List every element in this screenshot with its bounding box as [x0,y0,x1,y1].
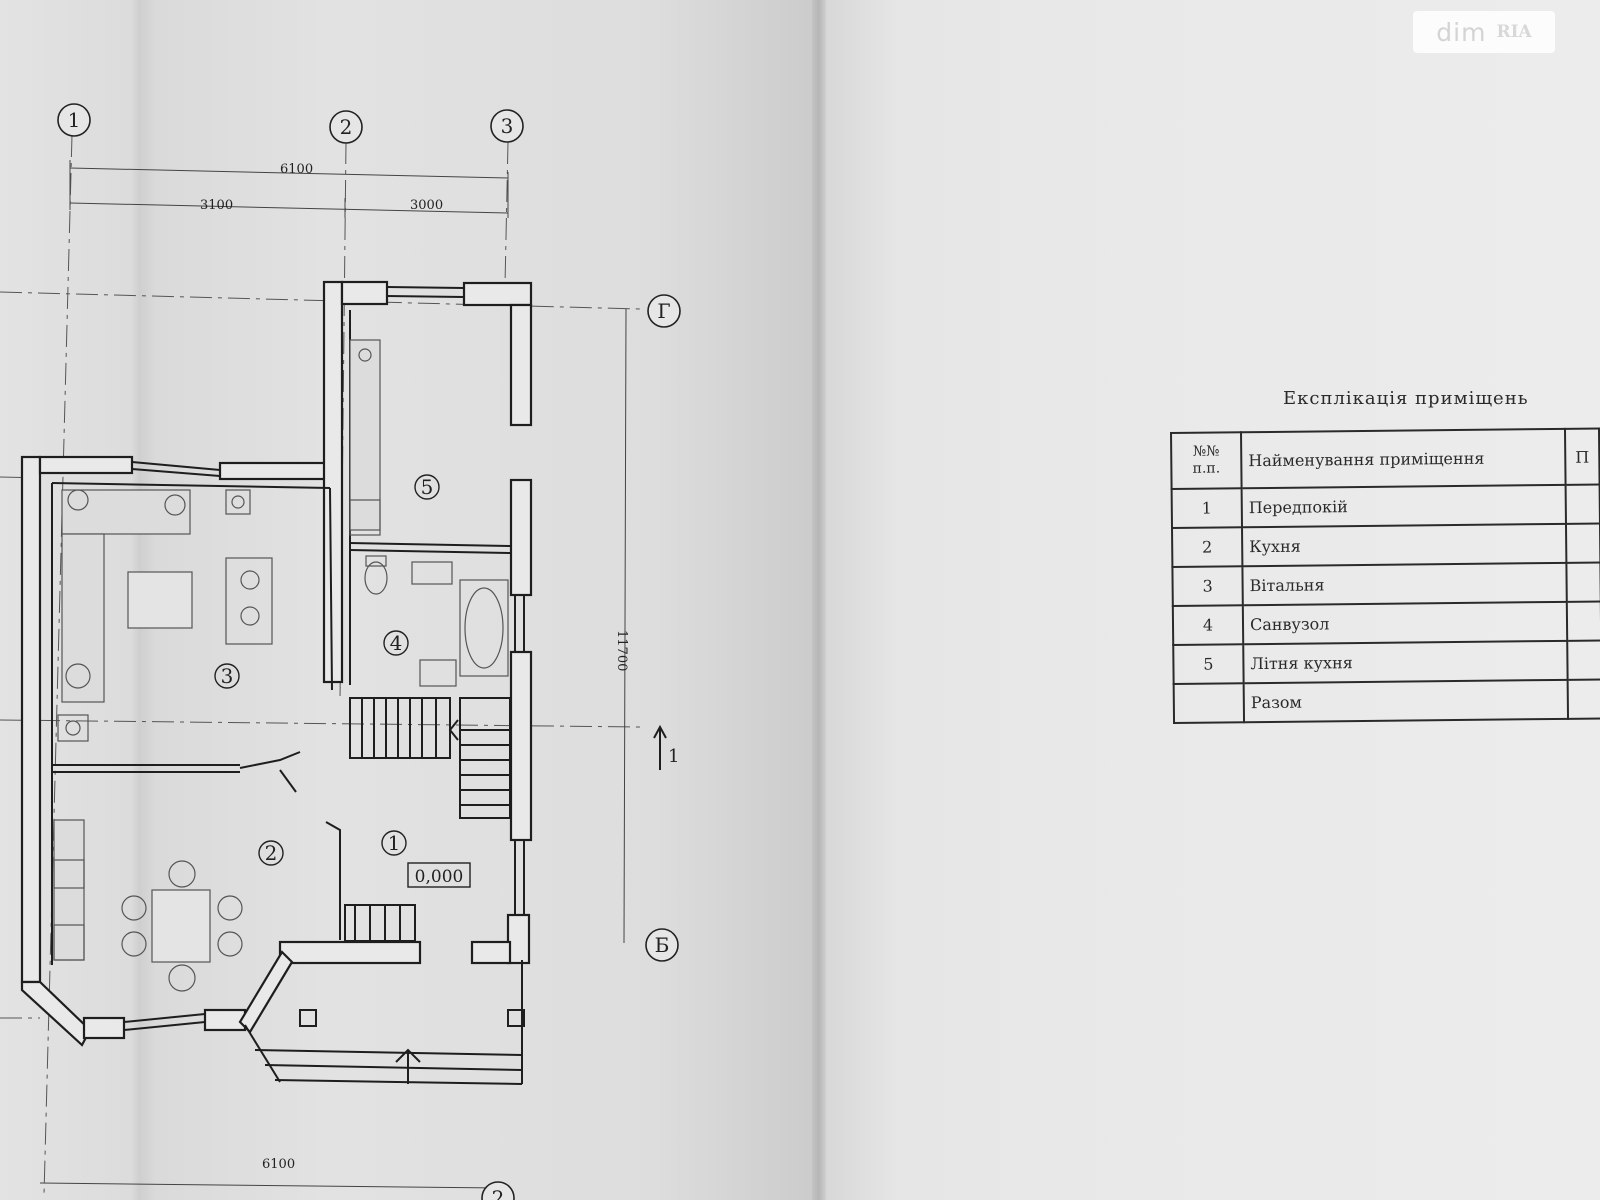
axis-bubble-g [647,294,681,328]
axis-label-b: Б [655,933,670,957]
table-header-row: №№ п.п. Найменування приміщення П [1171,428,1600,489]
paper-fold [812,0,826,1200]
level-mark-box [407,862,471,888]
row-num: 4 [1172,605,1244,645]
table-row: 5 Літня кухня [1173,640,1600,684]
axis-bubble-2-bottom [481,1181,515,1200]
row-name: Разом [1243,679,1569,723]
watermark-sub: RIA [1496,22,1532,42]
dim-right-span: 3000 [410,198,443,213]
level-mark: 0,000 [415,867,464,887]
table-row: 4 Санвузол [1172,601,1600,645]
column-right [507,1009,525,1027]
table-row: 1 Передпокій [1171,484,1600,528]
row-num: 3 [1172,566,1243,606]
room-marker-2 [258,840,284,866]
dim-bottom: 6100 [262,1157,295,1172]
header-area: П [1564,428,1600,485]
axis-bubble-b [645,928,679,962]
watermark-logo: dim RIA [1413,11,1555,53]
dim-total-top: 6100 [280,162,313,177]
explication-sheet [820,0,1600,1200]
table-row-total: Разом [1173,679,1600,723]
furniture [53,339,509,992]
axis-label-2: 2 [340,115,353,139]
row-area [1566,601,1600,641]
axis-bubble-1 [57,103,91,137]
row-num [1173,683,1245,723]
row-num: 1 [1171,488,1243,528]
dim-left-span: 3100 [200,198,233,213]
room-number-1: 1 [388,831,401,855]
watermark-brand: dim [1436,17,1487,47]
row-name: Санвузол [1242,601,1568,645]
column-left [299,1009,317,1027]
row-area [1566,562,1600,602]
room-marker-4 [383,630,409,656]
table-row: 2 Кухня [1172,523,1600,567]
axis-label-3: 3 [501,114,514,138]
header-num: №№ п.п. [1171,432,1242,489]
row-num: 5 [1173,644,1244,684]
room-number-4: 4 [390,631,403,655]
room-marker-3 [214,663,240,689]
dim-vertical: 11700 [614,630,629,671]
walls [20,280,533,1047]
room-number-3: 3 [221,664,234,688]
axis-bubble-3 [490,109,524,143]
axis-label-1: 1 [68,108,81,132]
row-num: 2 [1172,527,1243,567]
row-name: Вітальня [1242,562,1567,606]
room-number-5: 5 [421,475,434,499]
section-mark: 1 [668,746,679,767]
row-name: Кухня [1242,523,1567,567]
dimension-lines [39,160,627,1189]
row-area [1567,679,1600,719]
room-marker-1 [381,830,407,856]
row-name: Передпокій [1241,484,1566,528]
explication-table: №№ п.п. Найменування приміщення П 1 Пере… [1170,427,1600,723]
row-area [1567,640,1600,680]
axis-label-g: Г [657,299,670,323]
row-area [1565,484,1600,524]
header-name: Найменування приміщення [1241,428,1566,489]
row-name: Літня кухня [1243,640,1568,684]
floor-plan: 1 2 3 Г Б 2 6100 3100 3000 11700 6100 [0,103,681,1200]
room-marker-5 [414,474,440,500]
row-area [1565,523,1600,563]
axis-bubble-2 [329,110,363,144]
room-number-2: 2 [265,841,278,865]
table-row: 3 Вітальня [1172,562,1600,606]
axis-label-2-bottom: 2 [492,1186,505,1200]
explication-title: Експлікація приміщень [1283,388,1529,409]
